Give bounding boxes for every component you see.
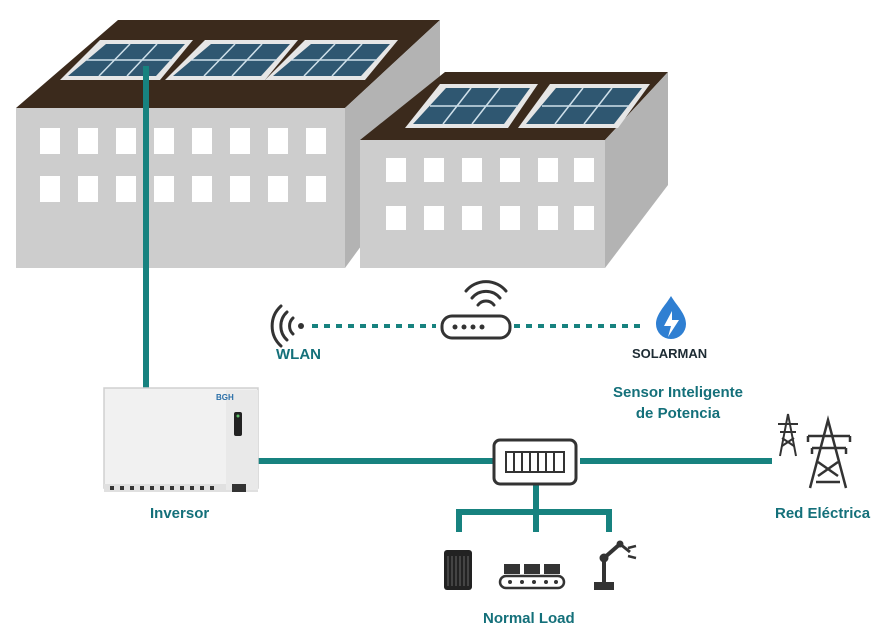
right-roof-solar-panels	[405, 84, 650, 128]
grid-label: Red Eléctrica	[775, 505, 871, 522]
right-building	[360, 72, 668, 268]
power-connections	[143, 66, 772, 532]
smart-meter-icon	[492, 438, 578, 486]
router-icon	[440, 280, 512, 340]
normal-load-label: Normal Load	[483, 610, 575, 627]
air-conditioner-icon	[444, 550, 472, 590]
solar-panel	[165, 40, 298, 80]
large-tower	[806, 415, 852, 489]
inverter-label: Inversor	[150, 505, 210, 522]
smart-meter-label-line2: de Potencia	[635, 405, 721, 422]
small-tower	[778, 413, 798, 457]
solar-panel	[60, 40, 193, 80]
solarman-label: SOLARMAN	[632, 346, 708, 361]
right-building-windows	[386, 158, 594, 230]
robotic-arm-icon	[594, 540, 637, 590]
wifi-signal-icon	[270, 304, 304, 348]
conveyor-belt-icon	[498, 564, 566, 590]
solar-panel	[405, 84, 538, 128]
solar-panel	[265, 40, 398, 80]
transmission-tower-icon	[778, 413, 852, 489]
left-roof-solar-panels	[60, 40, 398, 80]
solar-panel	[518, 84, 650, 128]
smart-meter-label: Sensor Inteligente de Potencia	[598, 384, 758, 422]
smart-meter-label-line1: Sensor Inteligente	[612, 384, 744, 401]
wlan-label: WLAN	[276, 346, 321, 363]
inverter-connectors	[110, 484, 246, 492]
inverter-device: BGH	[103, 387, 259, 492]
inverter-brand-label: BGH	[216, 393, 234, 402]
left-building-windows	[40, 128, 326, 202]
solarman-logo-icon	[656, 296, 686, 339]
